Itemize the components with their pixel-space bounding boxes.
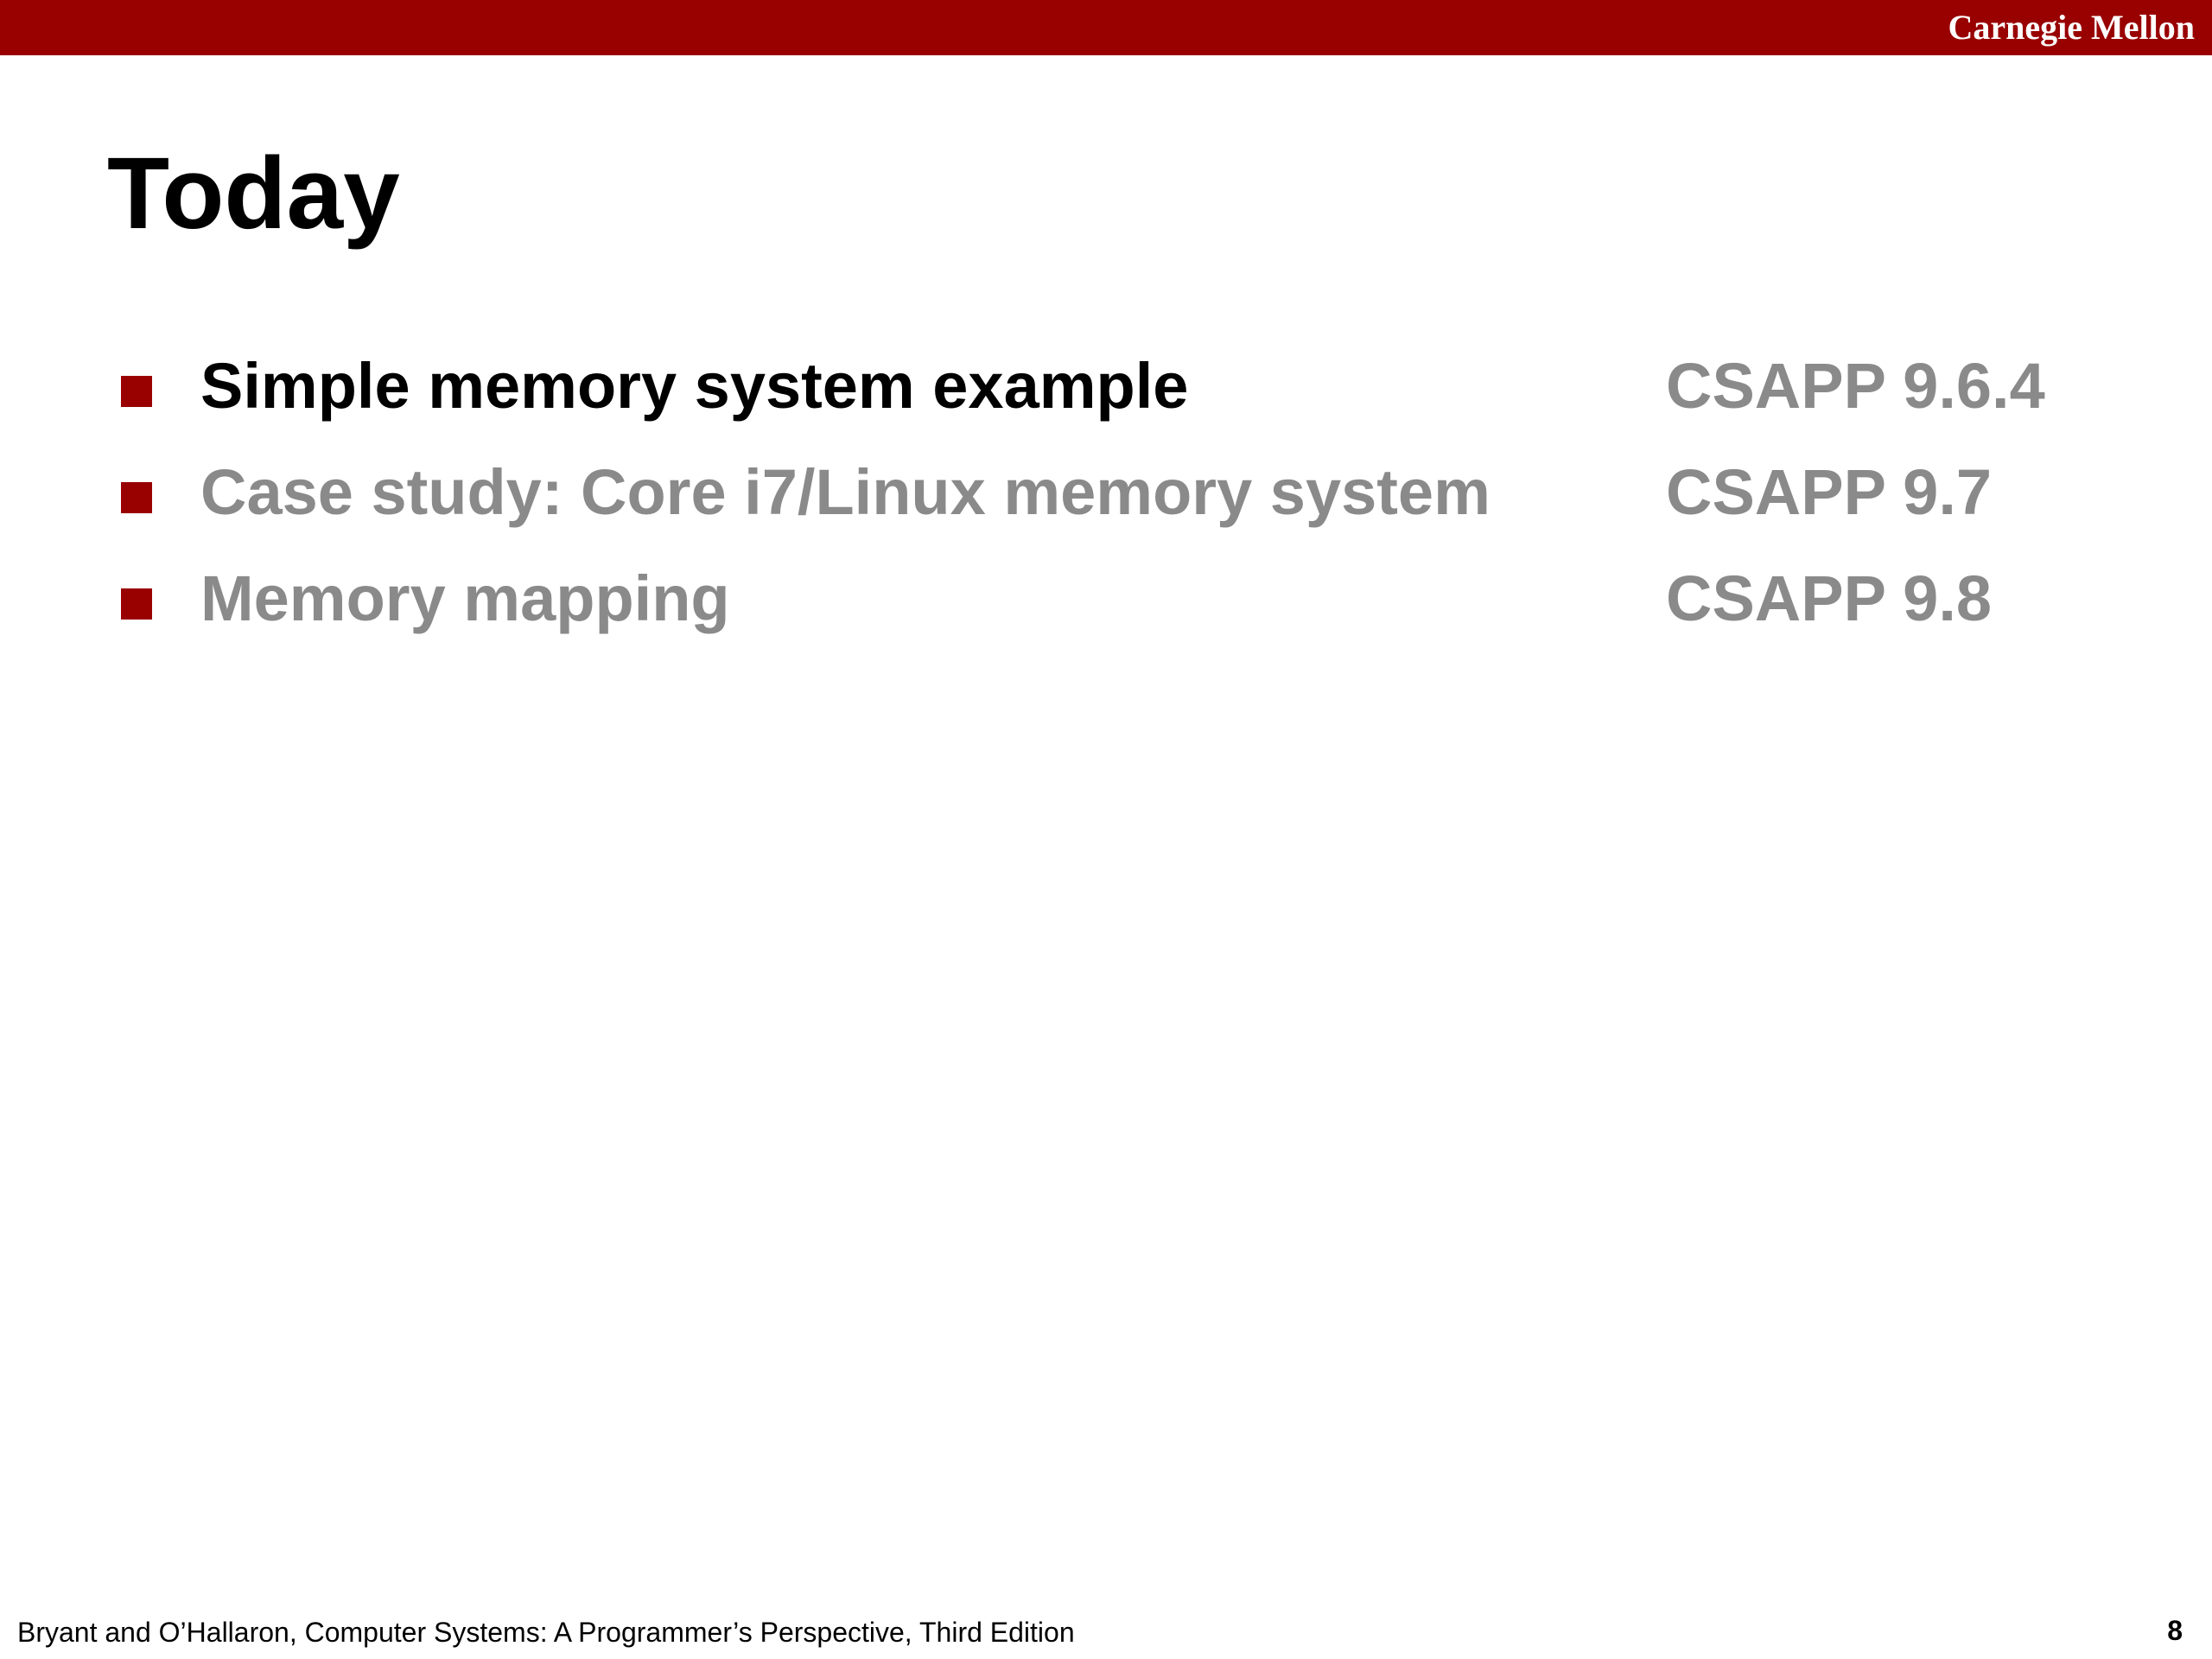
bullet-item: Simple memory system example CSAPP 9.6.4 [0,339,2212,434]
bullet-item-text: Memory mapping [200,563,730,634]
brand-logo-text: Carnegie Mellon [1948,8,2196,47]
bullet-list: Simple memory system example CSAPP 9.6.4… [0,0,2212,691]
bullet-item-text: Simple memory system example [200,350,1189,422]
bullet-item-reference: CSAPP 9.8 [1666,563,1993,634]
slide-title: Today [107,137,400,251]
bullet-item-reference: CSAPP 9.6.4 [1666,350,2045,422]
footer-citation: Bryant and O’Hallaron, Computer Systems:… [17,1617,1075,1648]
bullet-item: Memory mapping CSAPP 9.8 [0,551,2212,646]
bullet-item: Case study: Core i7/Linux memory system … [0,445,2212,540]
bullet-item-text: Case study: Core i7/Linux memory system [200,456,1491,528]
bullet-item-reference: CSAPP 9.7 [1666,456,1993,528]
square-bullet-icon [121,376,152,407]
square-bullet-icon [121,588,152,620]
square-bullet-icon [121,482,152,513]
header-bar: Carnegie Mellon [0,0,2212,55]
page-number: 8 [2167,1615,2183,1646]
